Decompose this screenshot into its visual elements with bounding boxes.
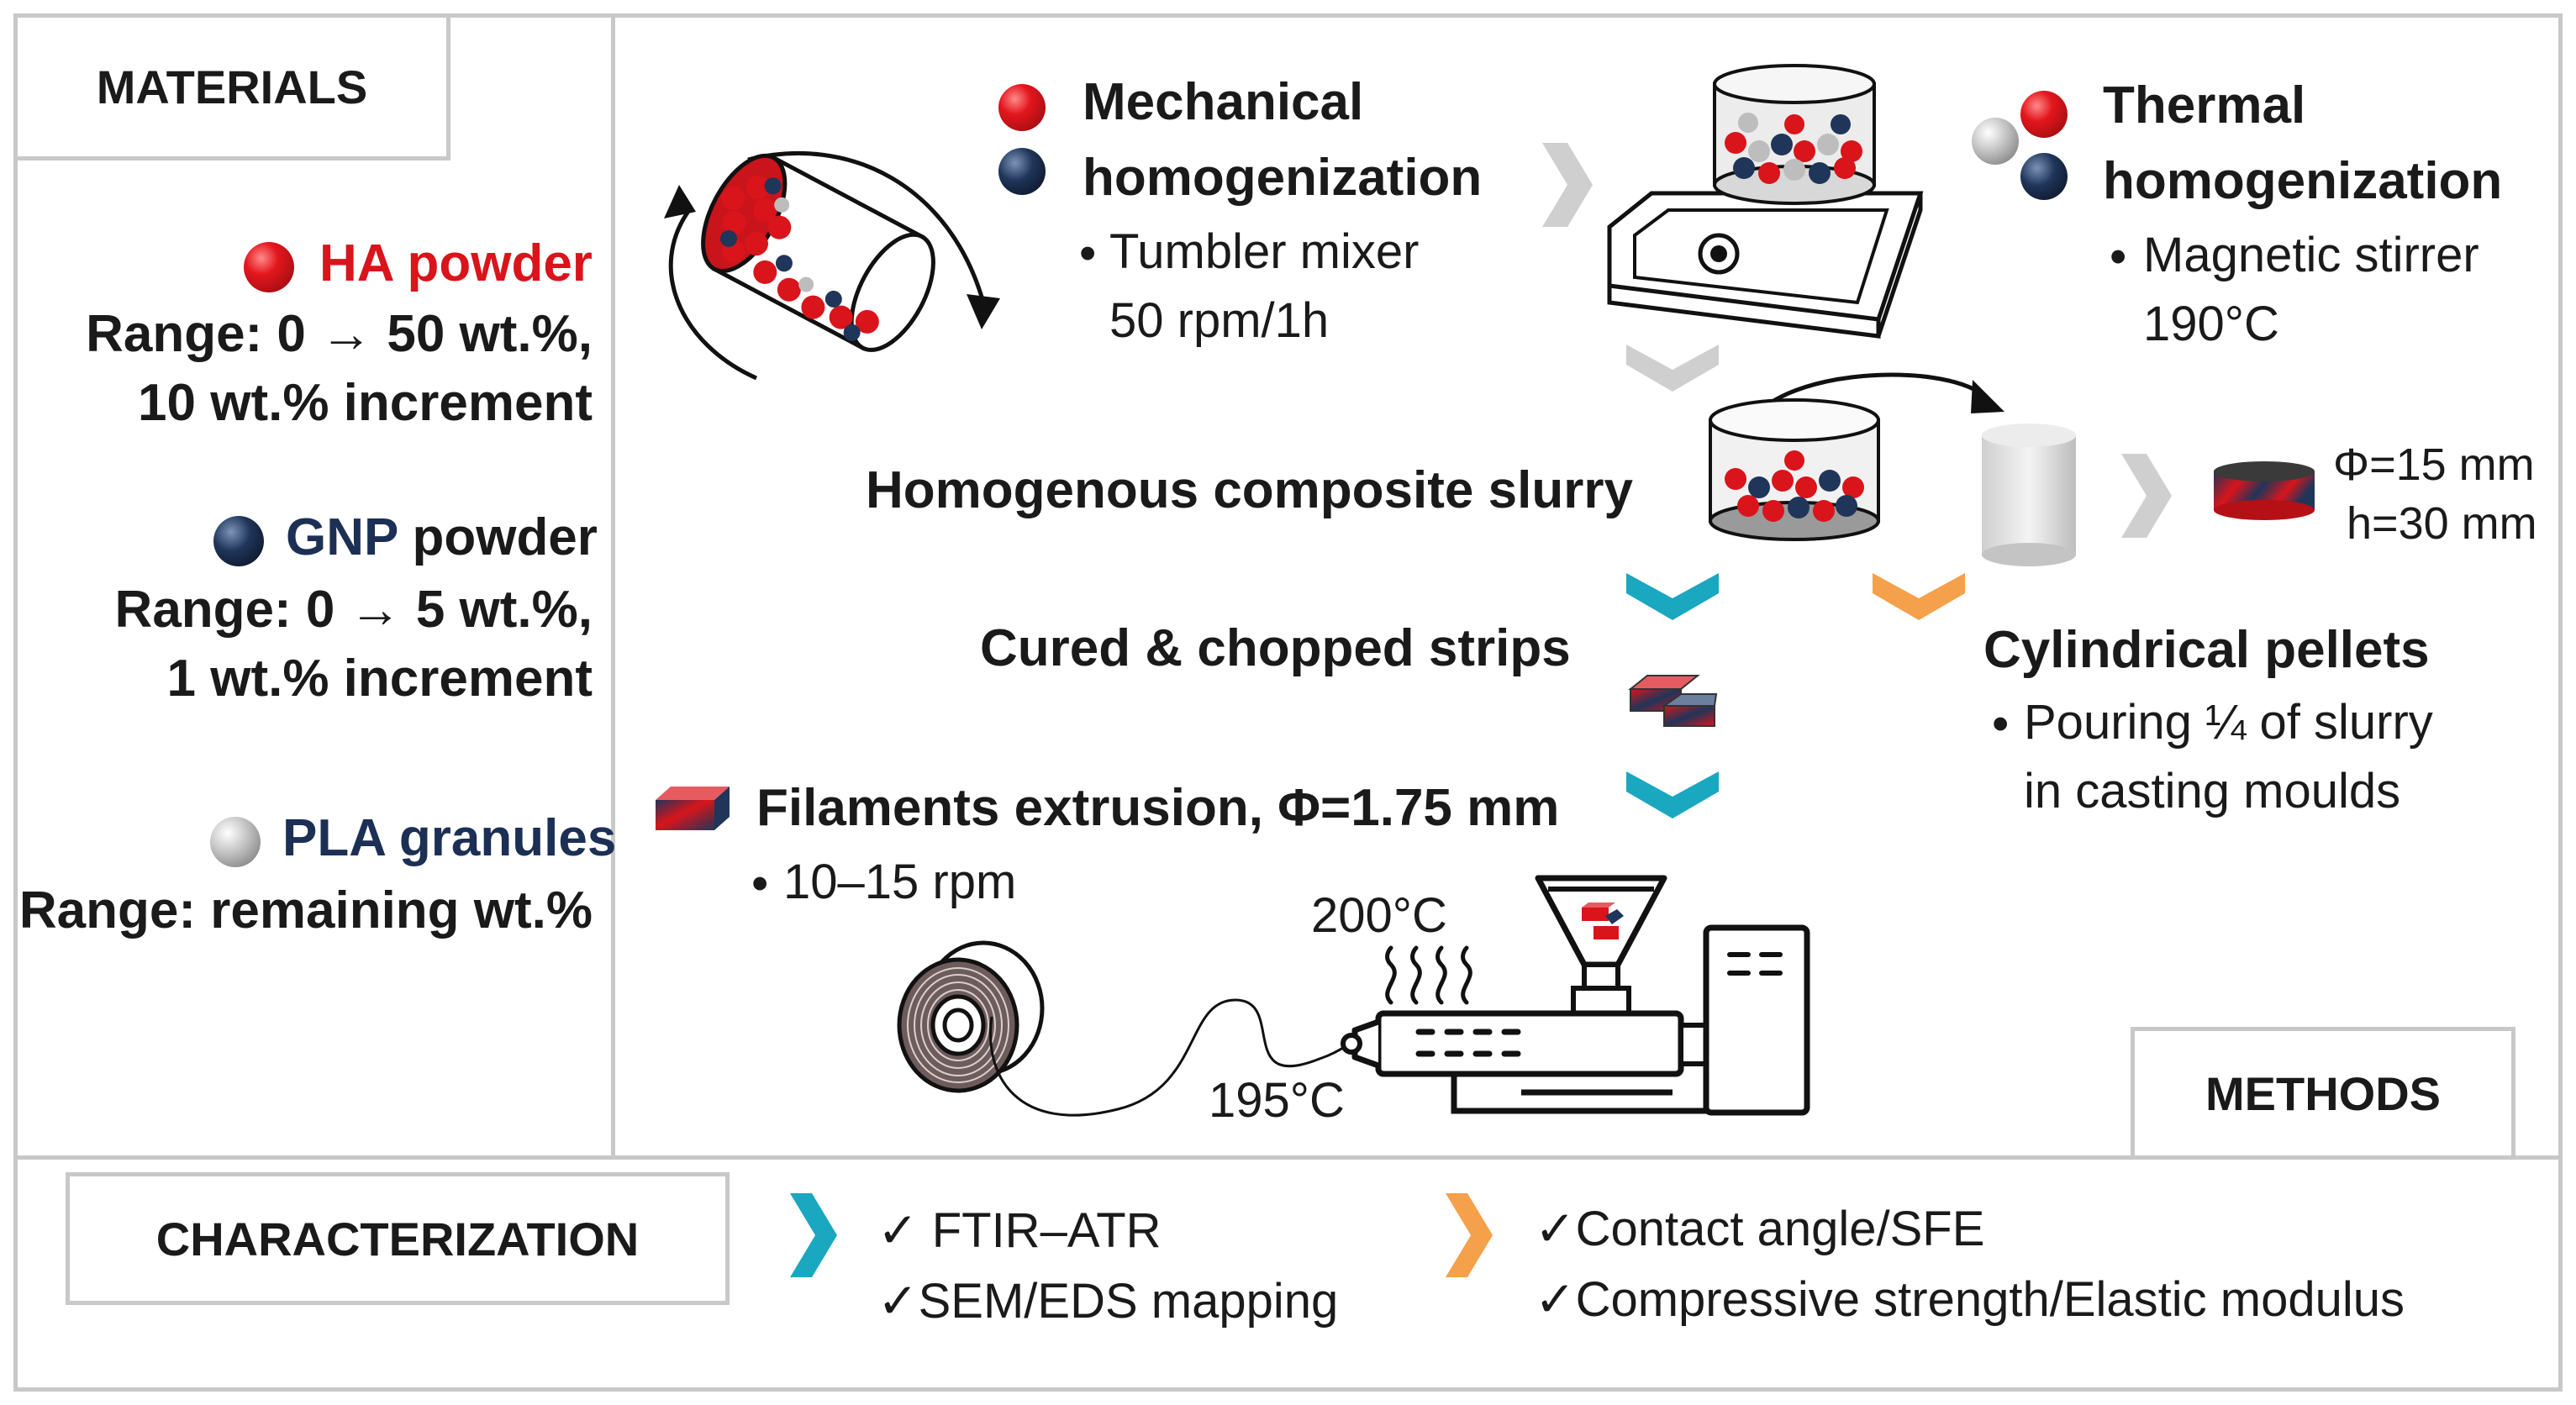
methods-title: METHODS	[2131, 1027, 2515, 1160]
materials-divider	[611, 13, 615, 1158]
chevron-right-cyan-icon	[790, 1193, 837, 1277]
ha-powder: powder	[407, 234, 593, 292]
outer-frame	[13, 13, 2563, 1392]
pellet-icon	[2214, 461, 2315, 520]
thermal-bullet: •	[2110, 229, 2127, 284]
beaker-icon	[1709, 372, 2004, 541]
char-item-sem: ✓SEM/EDS mapping	[877, 1274, 1339, 1329]
filament-strip-icon	[656, 787, 730, 830]
strips-label: Cured & chopped strips	[980, 619, 1571, 677]
ha-range: Range: 0 → 50 wt.%,	[86, 305, 593, 363]
pellet-diameter: Φ=15 mm	[2333, 439, 2535, 490]
chevron-right-orange-icon	[1446, 1193, 1493, 1277]
pellets-detail-line1: Pouring ¼ of slurry	[2024, 695, 2433, 750]
gnp-name: GNP	[286, 508, 398, 566]
gnp-range: Range: 0 → 5 wt.%,	[114, 581, 593, 639]
filament-wire	[989, 998, 1369, 1117]
gnp-label: GNP powder	[286, 508, 598, 567]
thermal-red-ball-icon	[2020, 91, 2068, 138]
thermal-navy-ball-icon	[2020, 153, 2068, 200]
chevron-right-icon	[1542, 143, 1593, 227]
pellets-bullet: •	[1992, 697, 2010, 751]
chevron-right-gray-icon	[2121, 454, 2172, 538]
chevron-down-orange-icon	[1873, 573, 1965, 620]
thermal-detail-line1: Magnetic stirrer	[2143, 228, 2479, 282]
char-item-compressive: ✓Compressive strength/Elastic modulus	[1535, 1272, 2405, 1327]
materials-title: MATERIALS	[13, 13, 450, 160]
pla-range: Range: remaining wt.%	[18, 881, 593, 939]
filament-spool-icon	[897, 940, 1045, 1093]
pla-ball-icon	[210, 817, 261, 867]
extrusion-title: Filaments extrusion, Φ=1.75 mm	[756, 779, 1560, 837]
cylinder-mould-icon	[1982, 424, 2076, 566]
pellets-title: Cylindrical pellets	[1983, 621, 2430, 679]
mech-red-ball-icon	[998, 84, 1046, 131]
chevron-down-cyan-2-icon	[1626, 771, 1719, 818]
extrusion-bullet: •	[751, 856, 769, 911]
char-item-ftir: ✓ FTIR–ATR	[877, 1203, 1162, 1258]
slurry-label: Homogenous composite slurry	[866, 461, 1633, 519]
thermal-title-line1: Thermal	[2103, 76, 2306, 134]
thermal-title-line2: homogenization	[2103, 152, 2503, 210]
top-section-divider	[13, 1155, 2563, 1160]
heat-waves-icon	[1385, 945, 1472, 1005]
gnp-ball-icon	[213, 516, 264, 566]
pellets-detail-line2: in casting moulds	[2024, 764, 2401, 818]
pellet-height: h=30 mm	[2347, 498, 2537, 549]
chevron-down-icon	[1626, 345, 1719, 392]
char-item-contact-angle: ✓Contact angle/SFE	[1535, 1202, 1985, 1256]
ha-label: HA powder	[319, 234, 593, 293]
mech-navy-ball-icon	[998, 148, 1046, 195]
extruder-icon	[1341, 875, 1810, 1116]
chevron-down-cyan-icon	[1626, 573, 1719, 620]
mech-detail-line2: 50 rpm/1h	[1109, 293, 1330, 348]
ha-name: HA	[319, 234, 393, 292]
characterization-title: CHARACTERIZATION	[66, 1172, 730, 1305]
thermal-gray-ball-icon	[1972, 118, 2019, 165]
mech-title-line2: homogenization	[1083, 149, 1483, 207]
extrusion-temp-bottom: 195°C	[1209, 1073, 1345, 1128]
tumbler-drum-icon	[664, 151, 1000, 381]
extrusion-detail: 10–15 rpm	[783, 855, 1017, 909]
magnetic-stirrer-icon	[1607, 64, 1924, 339]
mech-title-line1: Mechanical	[1083, 73, 1364, 131]
mech-bullet: •	[1079, 226, 1097, 281]
pla-label: PLA granules	[282, 809, 617, 867]
mech-detail-line1: Tumbler mixer	[1109, 224, 1420, 279]
ha-increment: 10 wt.% increment	[138, 374, 593, 432]
ha-ball-icon	[244, 242, 294, 292]
thermal-detail-line2: 190°C	[2143, 297, 2279, 351]
gnp-increment: 1 wt.% increment	[166, 650, 593, 708]
extrusion-temp-top: 200°C	[1311, 888, 1447, 943]
gnp-powder: powder	[412, 508, 598, 566]
chopped-strip-icon	[1628, 675, 1718, 727]
